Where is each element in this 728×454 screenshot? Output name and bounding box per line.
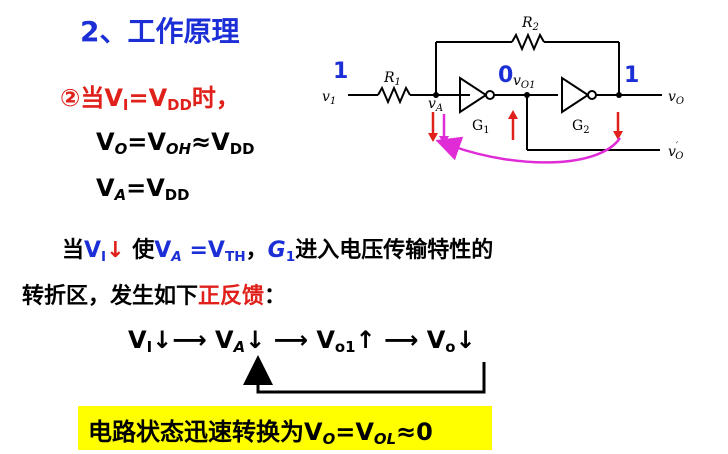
- condition-line: ②当VI=VDD时，: [60, 84, 240, 115]
- label-r1: R1: [383, 70, 401, 88]
- resistor-r2: [511, 32, 545, 52]
- inverter-g1: [459, 76, 488, 114]
- conclusion-highlight: [78, 406, 492, 450]
- up-arrow-icon: ↑: [355, 326, 376, 354]
- feedback-curve-arrow: [435, 136, 622, 164]
- input-level-label: 1: [333, 59, 348, 84]
- down-arrow-icon: ↓: [455, 326, 476, 354]
- long-arrow-icon: ⟶: [383, 326, 419, 354]
- paragraph-line-2: 转折区，发生如下正反馈：: [22, 284, 287, 309]
- down-arrow-icon: ↓: [106, 238, 125, 263]
- label-r2: R2: [521, 15, 539, 33]
- label-vo1: vO1: [513, 73, 535, 91]
- vo-down-arrow: [613, 112, 623, 140]
- long-arrow-icon: ⟶: [172, 326, 207, 354]
- label-g1: G1: [472, 118, 490, 136]
- inverter-g1-bubble: [485, 90, 495, 100]
- resistor-r1: [377, 85, 411, 105]
- va-down-arrow: [428, 112, 438, 142]
- inverter-g2-bubble: [587, 90, 597, 100]
- equation-va: VA=VDD: [96, 174, 190, 205]
- down-arrow-icon: ↓: [152, 326, 173, 354]
- feedback-chain: VI↓⟶ VA↓ ⟶ Vo1↑ ⟶ Vo↓: [128, 326, 476, 357]
- inverter-g2: [561, 76, 590, 114]
- down-arrow-icon: ↓: [245, 326, 266, 354]
- output-level-label: 1: [624, 63, 639, 88]
- vo1-up-arrow: [508, 110, 518, 140]
- label-vo: vO: [668, 89, 684, 107]
- long-arrow-icon: ⟶: [273, 326, 308, 354]
- label-g2: G2: [572, 118, 590, 136]
- label-v1: v1: [322, 89, 336, 107]
- mid-level-label: 0: [498, 63, 513, 88]
- conclusion-text: 电路状态迅速转换为VO=VOL≈0: [88, 418, 433, 449]
- condition-marker: ②当: [60, 84, 105, 112]
- label-va: vA: [428, 96, 443, 114]
- paragraph-line-1: 当VI↓ 使VA =VTH，G1进入电压传输特性的: [62, 238, 494, 265]
- feedback-va-arrowhead: [439, 136, 449, 145]
- equation-vo: VO=VOH≈VDD: [96, 128, 255, 159]
- node-out: [616, 92, 622, 98]
- section-title: 2、工作原理: [80, 15, 240, 48]
- positive-feedback-term: 正反馈: [198, 284, 265, 309]
- label-vo-prime: v′O: [668, 141, 683, 162]
